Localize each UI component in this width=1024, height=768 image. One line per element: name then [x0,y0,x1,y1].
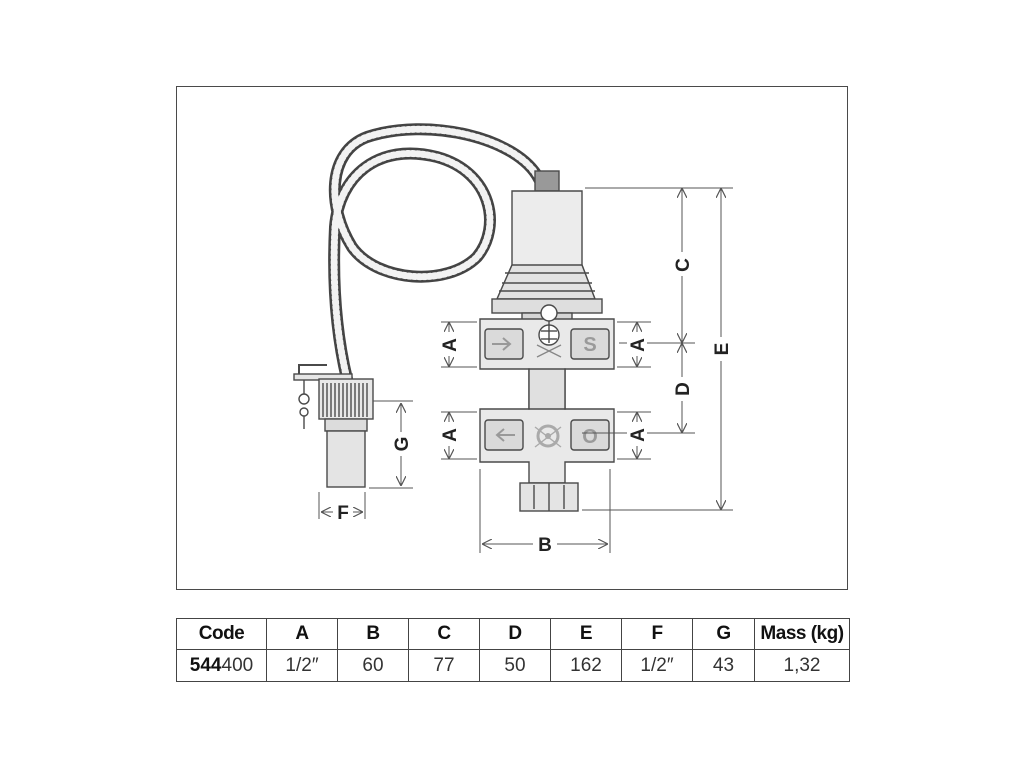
cell-c: 77 [408,649,480,682]
dim-label-a-right-upper: A [628,338,649,352]
header-b: B [337,618,409,650]
dim-label-e: E [712,343,733,356]
header-f: F [621,618,693,650]
dim-label-a-left-lower: A [440,428,461,442]
header-g: G [692,618,755,650]
cell-b: 60 [337,649,409,682]
dim-label-a-right-lower: A [628,428,649,442]
dim-label-a-left-upper: A [440,338,461,352]
table-header-row: Code A B C D E F G Mass (kg) [176,618,850,650]
dim-label-c: C [673,258,694,272]
specification-table: Code A B C D E F G Mass (kg) 544400 1/2″… [176,618,850,682]
o-letter-icon: O [582,426,598,448]
cell-d: 50 [479,649,551,682]
s-letter-icon: S [583,334,596,356]
technical-drawing: S O [176,86,848,590]
table-row: 544400 1/2″ 60 77 50 162 1/2″ 43 1,32 [176,649,850,682]
code-bold-part: 544 [189,654,222,676]
header-code: Code [176,618,267,650]
dim-label-d: D [673,382,694,396]
header-c: C [408,618,480,650]
cell-f: 1/2″ [621,649,693,682]
cell-e: 162 [550,649,622,682]
valve-diagram-svg: S O [293,123,733,556]
cell-a: 1/2″ [266,649,338,682]
valve-body [479,170,615,512]
cell-code: 544400 [176,649,267,682]
sensor-bulb [293,364,374,488]
arrow-left-icon [495,428,515,442]
cell-mass: 1,32 [754,649,850,682]
dim-label-b: B [538,535,552,556]
header-e: E [550,618,622,650]
dim-label-f: F [337,503,349,524]
code-rest-part: 400 [221,654,254,676]
capillary-coil [328,123,545,385]
header-d: D [479,618,551,650]
arrow-right-icon [492,337,512,351]
header-a: A [266,618,338,650]
header-mass: Mass (kg) [754,618,850,650]
cell-g: 43 [692,649,755,682]
dim-label-g: G [392,437,413,452]
